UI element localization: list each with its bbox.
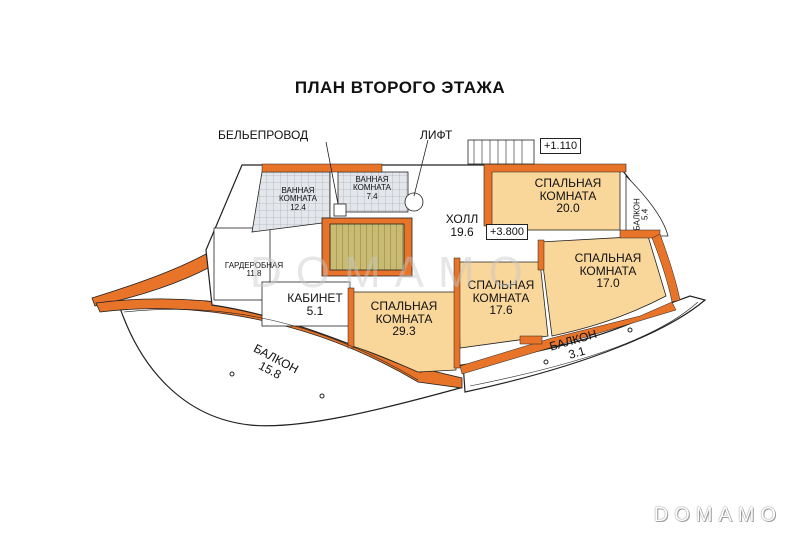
office-name: КАБИНЕТ — [287, 291, 343, 305]
stairs — [329, 223, 405, 271]
bed2-area — [351, 291, 457, 373]
wall-bedroom-divider — [537, 239, 545, 271]
wardrobe-area-value: 11.8 — [246, 269, 262, 279]
balcony-small-label: БАЛКОН 5.4 — [633, 194, 651, 234]
balcony-small-area-value: 5.4 — [641, 208, 650, 220]
bath2-area — [337, 171, 409, 213]
watermark: DOMAMO — [250, 248, 537, 297]
wall-chimney — [519, 335, 543, 345]
bath1-name: ВАННАЯ КОМНАТА — [279, 186, 317, 204]
balcony-rail — [123, 308, 419, 381]
plan-title: ПЛАН ВТОРОГО ЭТАЖА — [294, 78, 506, 97]
bed1-area-value: 20.0 — [556, 201, 580, 216]
bed4-area-value: 17.0 — [596, 276, 620, 291]
balcony-mid-area — [461, 295, 707, 393]
bed3-name: СПАЛЬНАЯ КОМНАТА — [467, 278, 535, 305]
bath2-label: ВАННАЯ КОМНАТА 7.4 — [344, 175, 400, 201]
laundry-chute-label: БЕЛЬЕПРОВОД — [218, 128, 309, 142]
bath2-name: ВАННАЯ КОМНАТА — [353, 175, 391, 193]
bed1-area — [487, 167, 621, 231]
top-stairs-steps — [473, 140, 523, 164]
wardrobe-name: ГАРДЕРОБНАЯ — [224, 261, 284, 270]
level-floor: +3.800 — [486, 224, 528, 240]
laundry-chute-leader — [325, 141, 339, 205]
top-stairs — [467, 139, 535, 165]
bed4-label: СПАЛЬНАЯ КОМНАТА 17.0 — [560, 252, 656, 290]
bed1-label: СПАЛЬНАЯ КОМНАТА 20.0 — [520, 177, 616, 215]
balcony-rail — [469, 301, 699, 387]
bed3-label: СПАЛЬНАЯ КОМНАТА 17.6 — [456, 279, 546, 317]
bed4-area — [539, 235, 667, 337]
bed2-name: СПАЛЬНАЯ КОМНАТА — [370, 299, 438, 326]
bed2-label: СПАЛЬНАЯ КОМНАТА 29.3 — [356, 300, 452, 338]
balcony-post — [229, 371, 235, 377]
wardrobe-area — [213, 227, 271, 301]
level-upper: +1.110 — [540, 138, 582, 154]
hall-name: ХОЛЛ — [445, 212, 479, 226]
bath1-area-value: 12.4 — [290, 202, 306, 212]
bed2-area-value: 29.3 — [392, 324, 416, 339]
laundry-chute — [333, 203, 347, 217]
brand-logo: DOMAMO — [653, 504, 782, 526]
bath1-label: ВАННАЯ КОМНАТА 12.4 — [270, 186, 326, 212]
balcony-post — [319, 393, 325, 399]
bed3-area-value: 17.6 — [489, 303, 513, 318]
elevator-shaft — [404, 192, 424, 212]
balcony-post — [543, 359, 549, 365]
bed1-wall — [483, 163, 627, 227]
elevator-label: ЛИФТ — [420, 128, 453, 142]
hall-label: ХОЛЛ 19.6 — [434, 213, 490, 238]
wall-top-left — [261, 163, 383, 173]
wall-bottom-curve — [459, 301, 677, 375]
wall-bedroom-divider — [453, 257, 461, 369]
office-area-value: 5.1 — [306, 303, 324, 318]
elevator-leader — [413, 139, 429, 197]
office-label: КАБИНЕТ 5.1 — [276, 292, 354, 317]
balcony-post — [627, 327, 633, 333]
bed1-name: СПАЛЬНАЯ КОМНАТА — [534, 176, 602, 203]
bed4-name: СПАЛЬНАЯ КОМНАТА — [574, 251, 642, 278]
wall-bedroom-divider — [347, 287, 355, 349]
wardrobe-label: ГАРДЕРОБНАЯ 11.8 — [220, 261, 288, 279]
bath2-area-value: 7.4 — [366, 191, 378, 201]
balcony-small-area — [625, 175, 669, 237]
hall-area-value: 19.6 — [450, 224, 474, 239]
